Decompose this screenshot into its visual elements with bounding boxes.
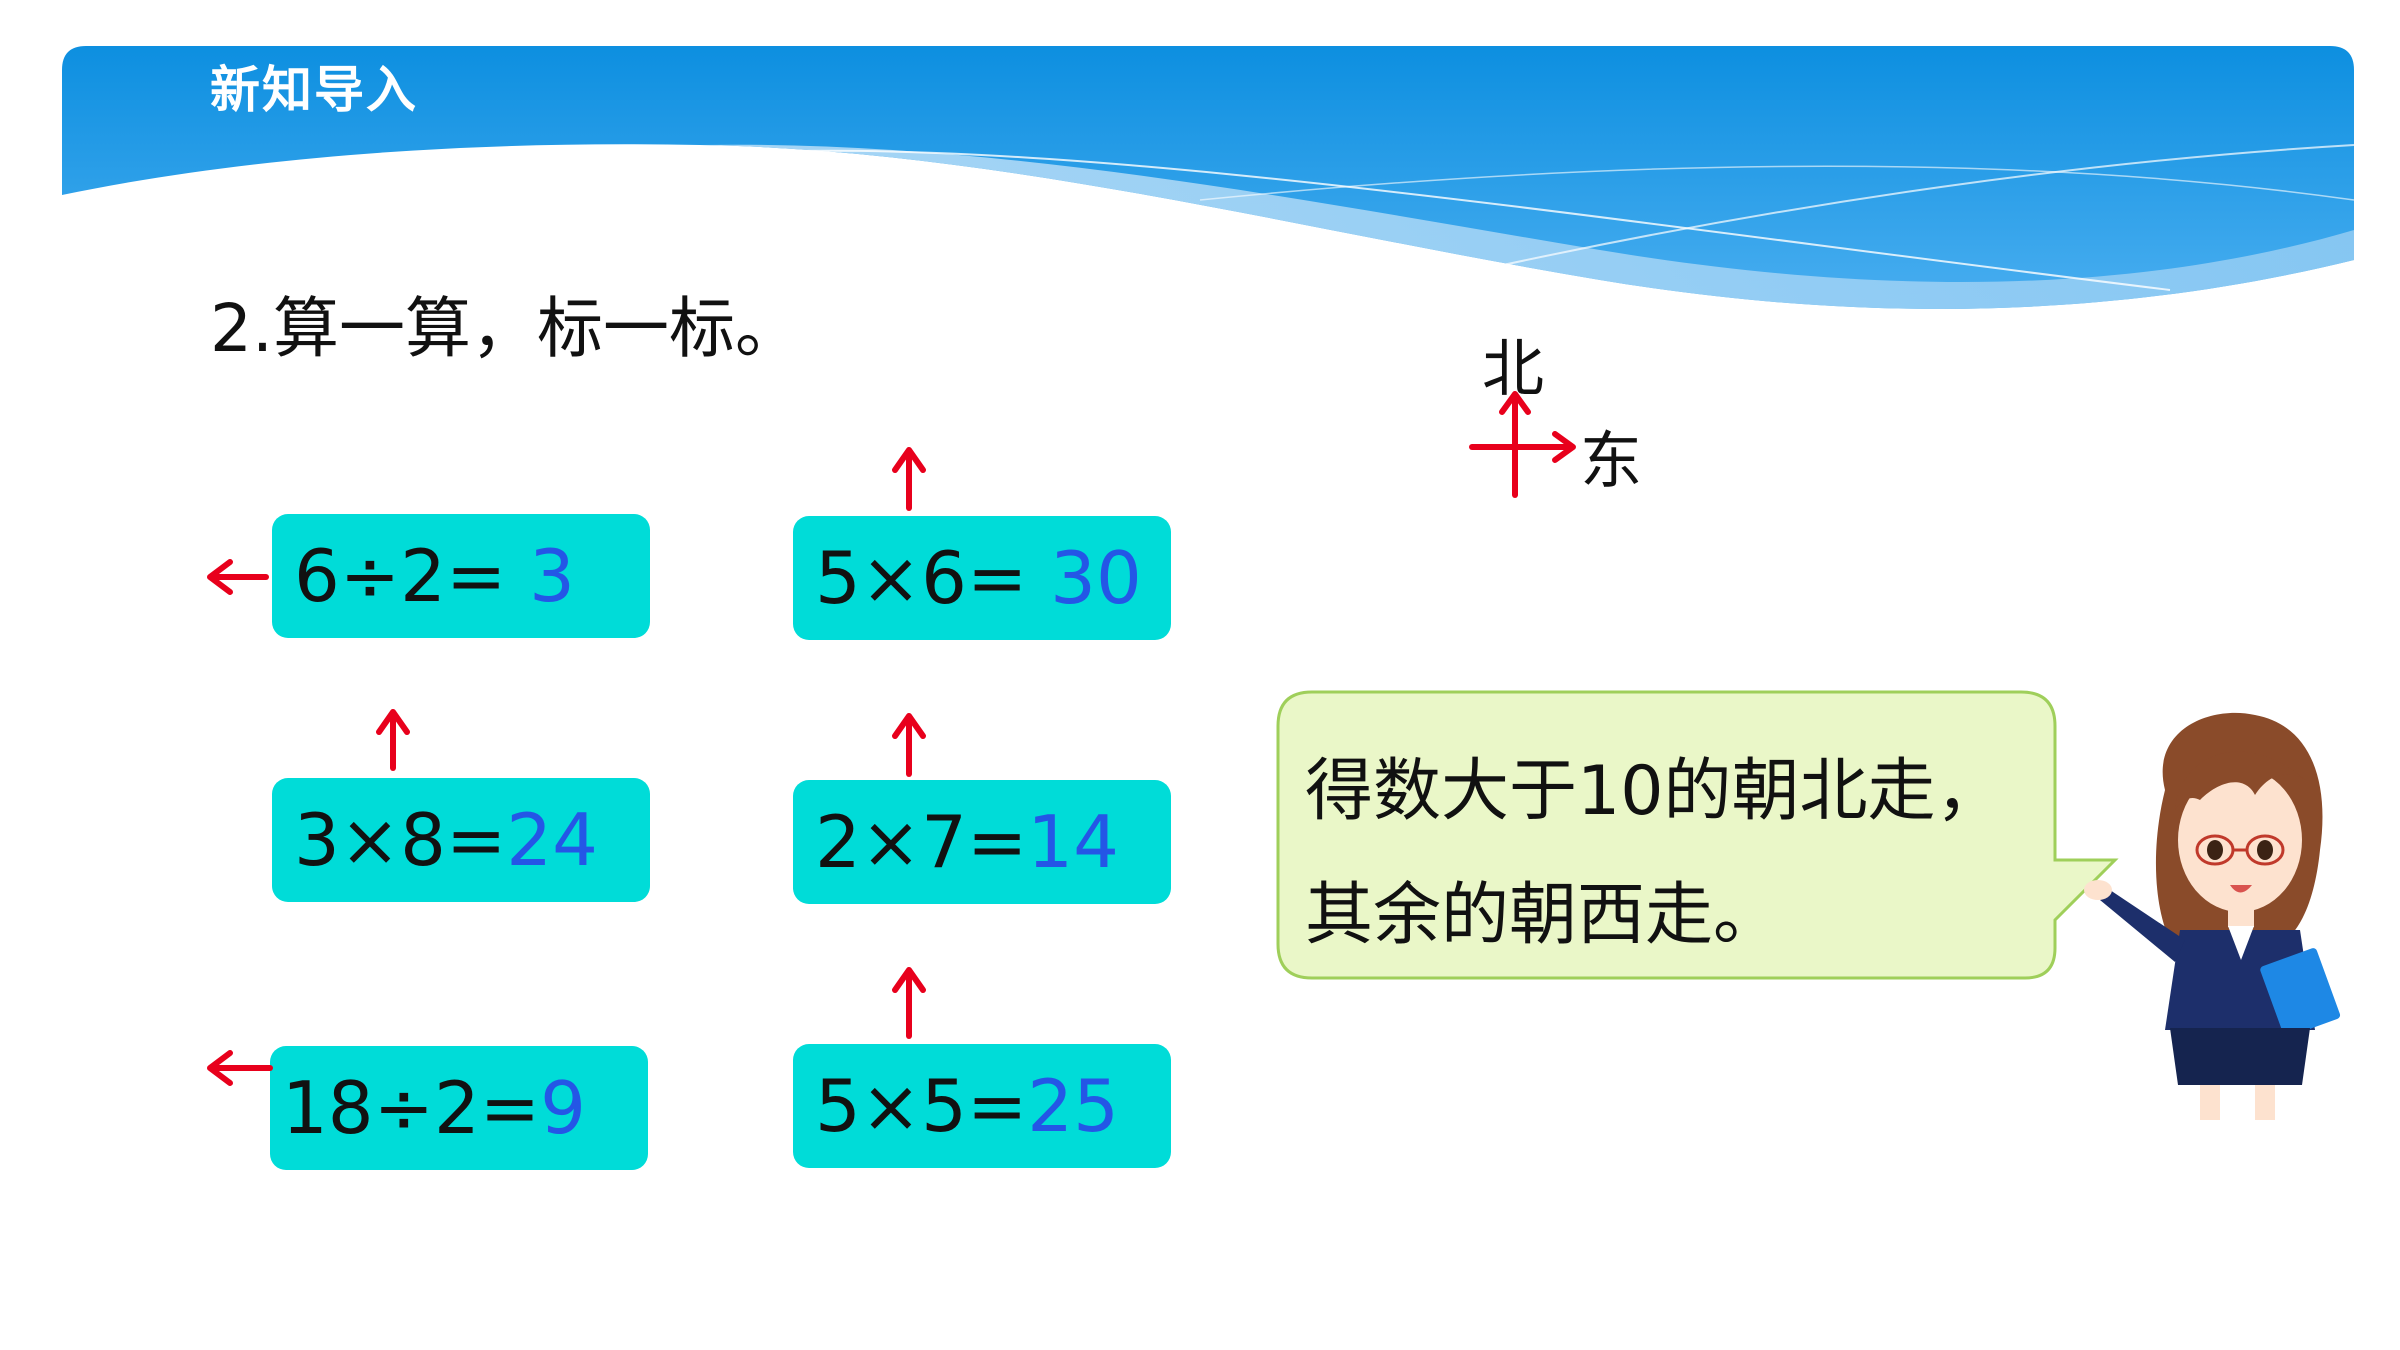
arrow-left-icon (207, 1050, 273, 1086)
question-text: 2.算一算，标一标。 (210, 290, 801, 367)
header-title: 新知导入 (210, 61, 418, 119)
equation: 5×5= (815, 1064, 1028, 1148)
teacher-illustration (2084, 712, 2341, 1120)
compass-east-label: 东 (1580, 424, 1643, 497)
hint-line: 得数大于10的朝北走， (1305, 752, 2004, 831)
equation: 2×7= (815, 800, 1028, 884)
equation-card: 5×6= 30 (793, 516, 1171, 640)
arrow-left-icon (207, 559, 269, 595)
equation: 3×8= (294, 798, 507, 882)
equation-card: 5×5=25 (793, 1044, 1171, 1168)
answer: 30 (1050, 536, 1142, 620)
arrow-up-icon (376, 709, 410, 771)
arrow-up-icon (892, 713, 926, 777)
equation-card: 6÷2= 3 (272, 514, 650, 638)
answer: 24 (506, 798, 598, 882)
equation-card: 3×8=24 (272, 778, 650, 902)
equation: 5×6= (815, 536, 1051, 620)
hint-text: 得数大于10的朝北走， 其余的朝西走。 (1305, 730, 2025, 978)
answer: 25 (1027, 1064, 1119, 1148)
answer: 14 (1027, 800, 1119, 884)
equation: 18÷2= (282, 1066, 541, 1150)
equation-card: 18÷2=9 (270, 1046, 648, 1170)
header-banner: 新知导入 (0, 0, 2400, 330)
compass-icon (1469, 391, 1576, 498)
answer: 3 (529, 534, 575, 618)
equation: 6÷2= (294, 534, 530, 618)
arrow-up-icon (892, 447, 926, 511)
compass-north-label: 北 (1482, 332, 1545, 405)
arrow-up-icon (892, 967, 926, 1039)
hint-line: 其余的朝西走。 (1305, 876, 1782, 955)
equation-card: 2×7=14 (793, 780, 1171, 904)
answer: 9 (540, 1066, 586, 1150)
